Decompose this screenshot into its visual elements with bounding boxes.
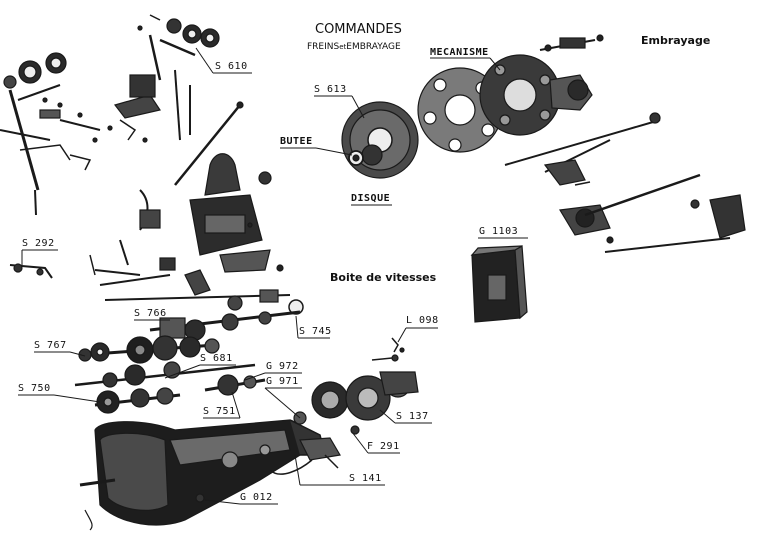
diagram-subtitle: FREINSetEMBRAYAGE <box>307 42 401 52</box>
section-boite-de-vitesses: Boite de vitesses <box>330 271 437 284</box>
rear-housing-drawing <box>293 337 419 469</box>
label-f291: F 291 <box>367 441 400 452</box>
label-l098: L 098 <box>406 315 439 326</box>
pedal-assembly-drawing <box>0 14 220 216</box>
label-s137: S 137 <box>396 411 429 422</box>
section-disque: DISQUE <box>351 193 391 204</box>
clutch-disc-drawing <box>341 101 419 179</box>
section-mecanisme: MECANISME <box>430 47 489 58</box>
label-s767: S 767 <box>34 340 67 351</box>
label-s766: S 766 <box>134 308 167 319</box>
label-s141: S 141 <box>349 473 382 484</box>
label-g971: G 971 <box>266 376 299 387</box>
label-g972: G 972 <box>266 361 299 372</box>
gearbox-shafts-drawing <box>74 289 304 414</box>
diagram-title: COMMANDES <box>315 22 402 37</box>
label-s610: S 610 <box>215 61 248 72</box>
label-s681: S 681 <box>200 353 233 364</box>
label-leader-lines <box>18 47 528 505</box>
label-g012: G 012 <box>240 492 273 503</box>
label-s613: S 613 <box>314 84 347 95</box>
section-butee: BUTEE <box>280 136 313 147</box>
label-s292: S 292 <box>22 238 55 249</box>
gearbox-casing-drawing <box>79 419 326 531</box>
label-s750: S 750 <box>18 383 51 394</box>
title-embrayage: EMBRAYAGE <box>346 42 401 52</box>
title-commandes: COMMANDES <box>315 22 402 37</box>
title-freins: FREINS <box>307 42 340 52</box>
section-embrayage: Embrayage <box>641 34 711 47</box>
label-g1103: G 1103 <box>479 226 519 237</box>
title-et: et <box>339 43 347 51</box>
gear-lever-housing-drawing <box>89 153 284 296</box>
pressure-plate-drawing <box>417 34 604 153</box>
g1103-part-drawing <box>470 245 528 323</box>
label-s751: S 751 <box>203 406 236 417</box>
clutch-linkage-drawing <box>504 112 746 253</box>
s292-part-drawing <box>9 263 53 279</box>
label-s745: S 745 <box>299 326 332 337</box>
